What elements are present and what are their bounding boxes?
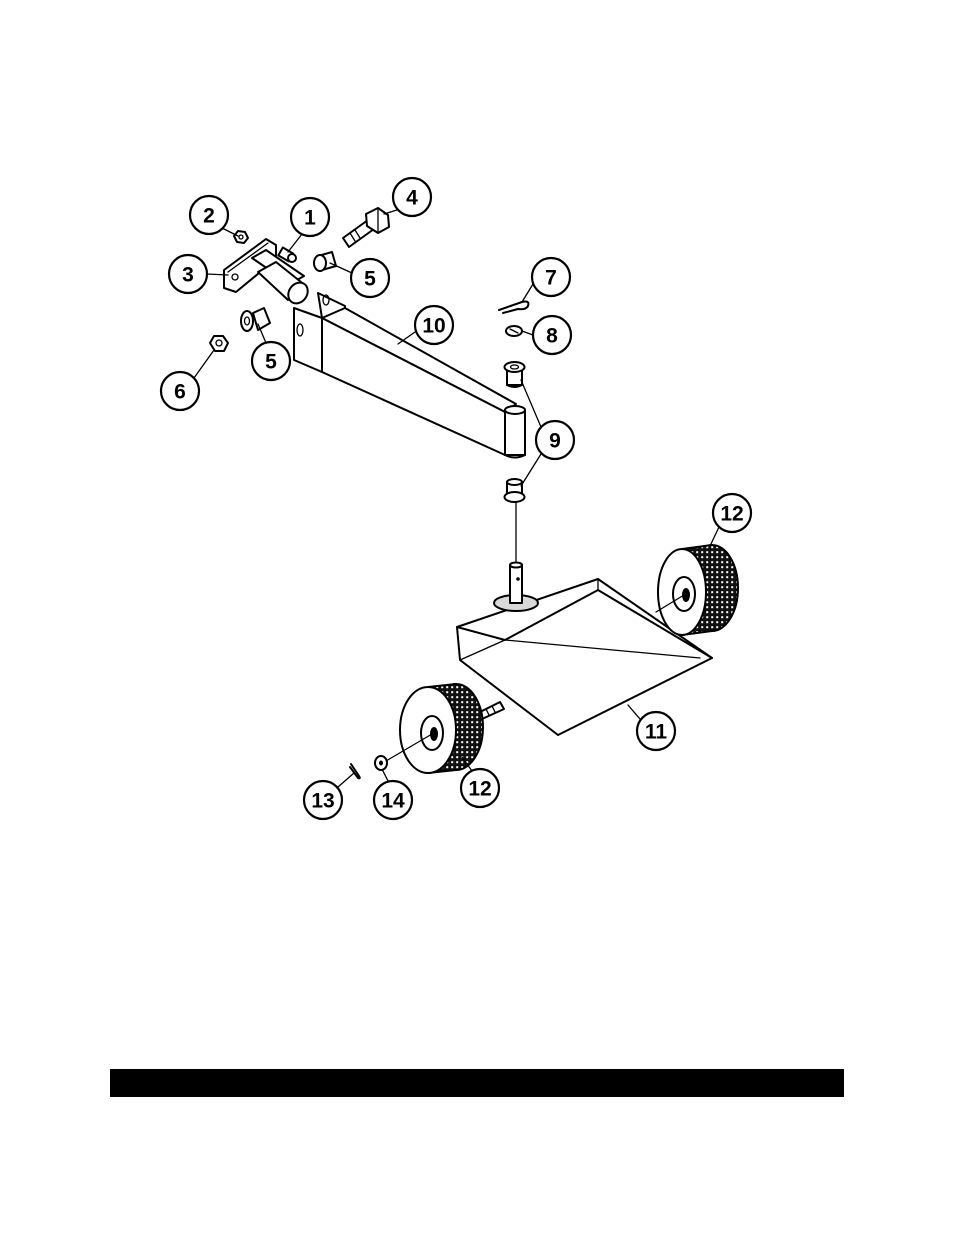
callout-label: 11 xyxy=(645,721,668,744)
callout-5-lower: 5 xyxy=(252,342,290,380)
part-12-lower-wheel xyxy=(400,684,483,773)
callout-label: 14 xyxy=(381,790,405,813)
callout-label: 2 xyxy=(203,205,215,228)
part-5-lower-washer-pin xyxy=(241,308,270,331)
callout-label: 7 xyxy=(545,267,557,290)
part-4-bolt xyxy=(343,208,389,247)
callout-11: 11 xyxy=(637,712,675,750)
callout-14: 14 xyxy=(374,781,412,819)
part-2-nut xyxy=(234,231,248,243)
callout-13: 13 xyxy=(304,781,342,819)
callout-7: 7 xyxy=(532,258,570,296)
callout-6: 6 xyxy=(161,372,199,410)
part-13-hitch-pin-clip xyxy=(350,764,360,778)
callout-4: 4 xyxy=(393,178,431,216)
callout-label: 5 xyxy=(265,351,277,374)
part-7-cotter-pin xyxy=(499,302,528,314)
callout-12-upper: 12 xyxy=(713,494,751,532)
part-1-hitch-tube xyxy=(252,250,312,307)
part-5-upper-pin xyxy=(314,252,336,271)
callout-label: 9 xyxy=(549,430,561,453)
callout-5-upper: 5 xyxy=(351,259,389,297)
part-10-tongue-tube xyxy=(294,293,516,455)
callout-label: 10 xyxy=(422,315,445,338)
callout-label: 12 xyxy=(720,503,743,526)
callout-label: 4 xyxy=(406,187,418,210)
callout-10: 10 xyxy=(415,306,453,344)
callout-3: 3 xyxy=(169,255,207,293)
callout-label: 3 xyxy=(182,264,194,287)
footer-black-bar xyxy=(110,1069,844,1097)
callout-9: 9 xyxy=(536,421,574,459)
callout-8: 8 xyxy=(533,316,571,354)
callout-label: 6 xyxy=(174,381,186,404)
callout-label: 1 xyxy=(304,207,316,230)
callout-1: 1 xyxy=(291,198,329,236)
callout-label: 8 xyxy=(546,325,558,348)
part-6-hex-nut xyxy=(210,336,228,351)
part-9-lower-bushing xyxy=(505,479,525,502)
part-8-castle-nut xyxy=(506,326,522,336)
tube-pivot-sleeve xyxy=(505,406,525,458)
tray-spindle-post xyxy=(494,563,538,612)
callout-2: 2 xyxy=(190,196,228,234)
part-12-upper-wheel xyxy=(658,545,738,635)
callout-12-lower: 12 xyxy=(461,769,499,807)
callout-label: 5 xyxy=(364,268,376,291)
callout-label: 12 xyxy=(468,778,491,801)
part-9-upper-bushing xyxy=(505,362,525,387)
callout-label: 13 xyxy=(311,790,334,813)
part-14-washer xyxy=(375,756,387,770)
